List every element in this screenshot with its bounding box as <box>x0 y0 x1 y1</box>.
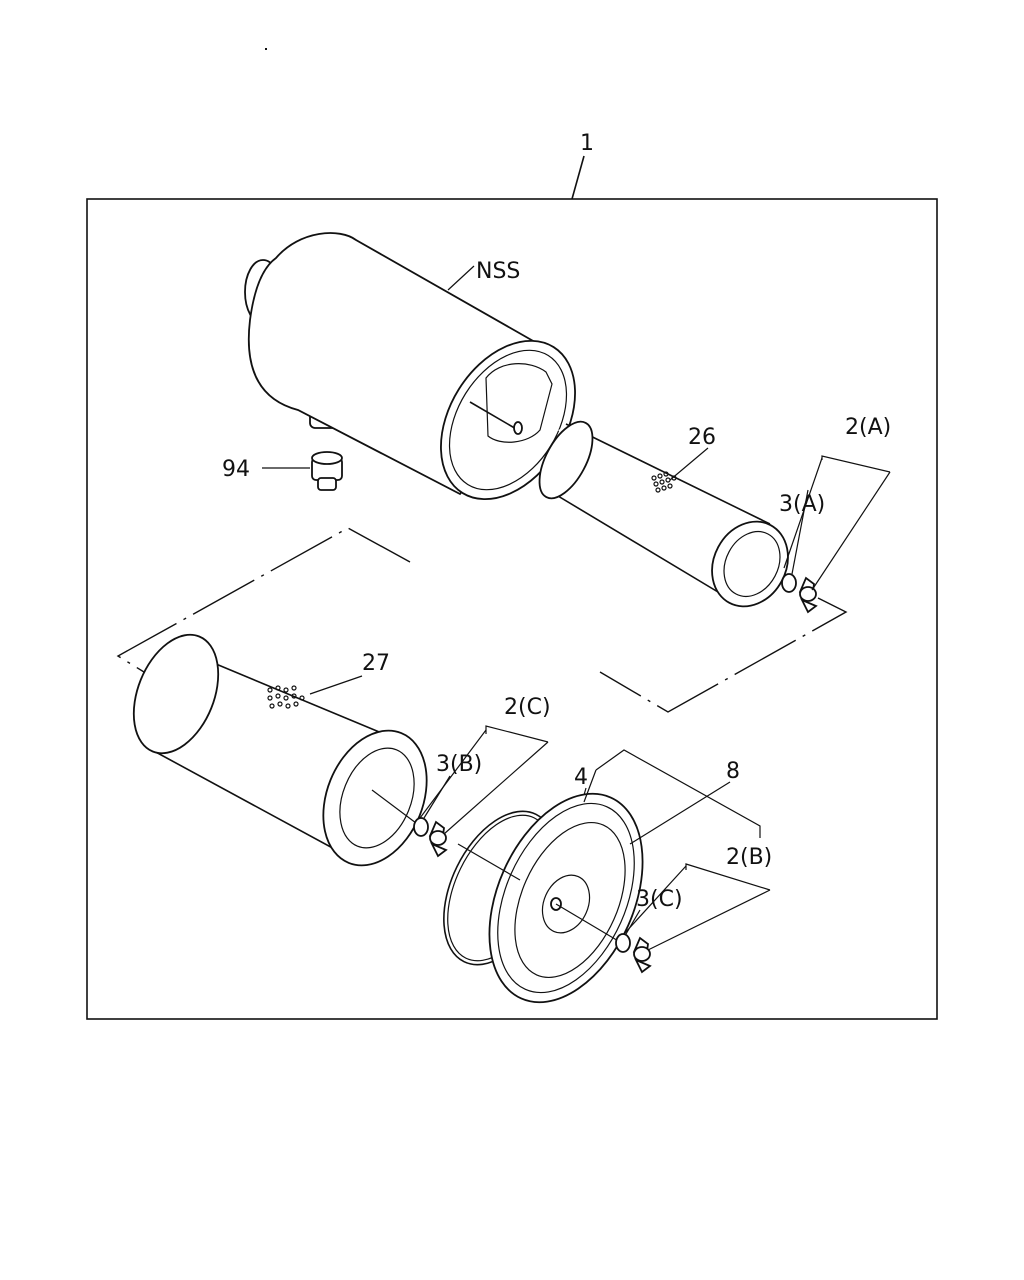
part-27-outer-element <box>132 633 428 867</box>
element-27-near-end-opening <box>339 747 415 849</box>
housing-rod-tip <box>513 421 523 435</box>
label-3b: 3(B) <box>436 752 482 777</box>
leader-nss <box>447 265 475 291</box>
bracket-4-8 <box>595 749 761 838</box>
label-3c: 3(C) <box>636 887 683 912</box>
housing-center-rod <box>469 401 519 431</box>
leader-2a-to-3a <box>783 457 823 569</box>
leader-2c-to-3b <box>419 729 487 819</box>
leader-2c-to-nut <box>443 741 549 835</box>
part-2a-wing-nut <box>798 576 818 614</box>
label-2b: 2(B) <box>726 845 772 870</box>
label-nss: NSS <box>476 259 520 284</box>
speck-mark <box>265 48 267 50</box>
cover-center-boss <box>541 874 591 934</box>
center-line-cover <box>555 903 621 943</box>
element-26-far-end <box>538 420 594 500</box>
label-3a: 3(A) <box>779 492 825 517</box>
label-2c: 2(C) <box>504 695 551 720</box>
leader-assembly <box>571 155 585 200</box>
cover-face <box>514 821 626 979</box>
air-cleaner-housing <box>244 232 576 501</box>
element-26-bottom-edge <box>547 489 729 599</box>
label-27: 27 <box>362 651 390 676</box>
fitting-stem <box>317 477 337 491</box>
part-2b-wing-nut <box>632 936 652 974</box>
label-2a: 2(A) <box>845 415 891 440</box>
label-8: 8 <box>726 759 740 784</box>
leader-2b-to-3c <box>623 865 687 935</box>
label-26: 26 <box>688 425 716 450</box>
label-assembly: 1 <box>580 131 594 156</box>
assembly-path-upper-right <box>599 597 848 713</box>
leader-bracket-to-4 <box>583 769 597 803</box>
part-3b-washer <box>413 817 429 837</box>
assembly-path-upper-left <box>116 527 411 673</box>
part-94-fitting <box>311 451 343 491</box>
cover-rim-inner <box>497 802 635 994</box>
center-line-27 <box>371 789 421 827</box>
fitting-top <box>311 451 343 465</box>
diagram-frame <box>86 198 938 1020</box>
element-27-bottom-edge <box>151 749 363 865</box>
leader-3a <box>791 489 809 575</box>
leader-2b-to-nut <box>647 889 771 951</box>
part-3a-washer <box>781 573 797 593</box>
bracket-2b <box>685 863 771 891</box>
bracket-2c <box>485 725 549 743</box>
element-26-near-end-opening <box>723 530 781 598</box>
part-26-inner-element <box>538 418 789 608</box>
element-27-label-marking <box>267 685 305 709</box>
label-4: 4 <box>574 765 588 790</box>
leader-26 <box>669 447 709 481</box>
element-26-label-marking <box>651 471 677 493</box>
part-2c-wing-nut <box>428 820 448 858</box>
element-27-near-end <box>322 729 428 867</box>
leader-27 <box>309 675 363 695</box>
center-line-gasket <box>457 843 521 881</box>
housing-baffle <box>485 363 553 443</box>
leader-8 <box>629 781 731 845</box>
element-27-far-end <box>132 633 220 755</box>
bracket-2a <box>821 455 891 473</box>
label-94: 94 <box>222 457 250 482</box>
leader-2a-to-nut <box>811 471 891 591</box>
part-3c-washer <box>615 933 631 953</box>
